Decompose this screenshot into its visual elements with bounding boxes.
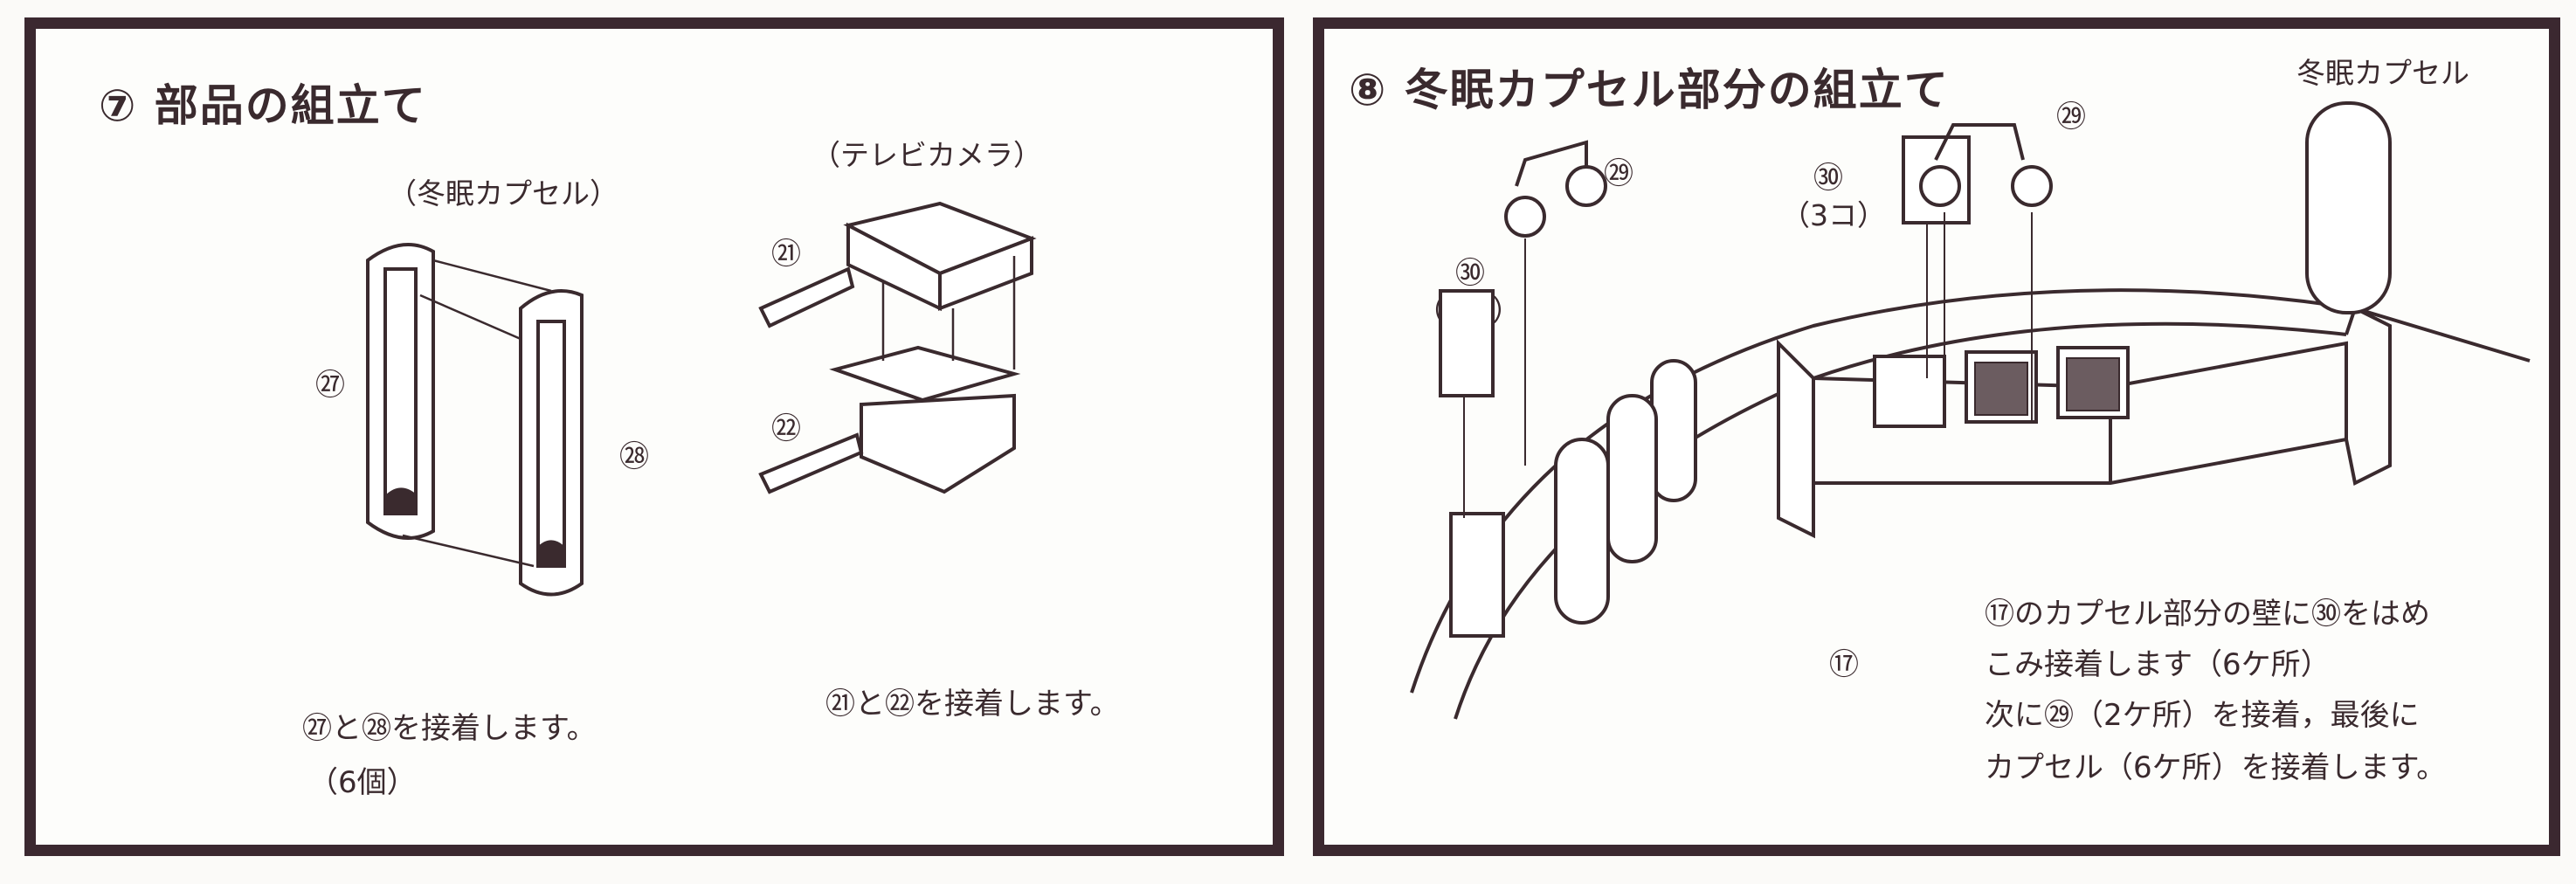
capsule-halves-illustration xyxy=(350,234,630,636)
capsule-room-illustration xyxy=(1324,29,2549,845)
part-29-right-label: ㉙ xyxy=(2056,100,2086,135)
part-17-label: ⑰ xyxy=(1829,647,1859,682)
camera-instruction: ㉑と㉒を接着します。 xyxy=(825,687,1120,722)
step8-panel: ⑧ 冬眠カプセル部分の組立て 冬眠カプセル ㉙ ㉙ ㉚ （3コ） ㉚ （3コ） … xyxy=(1313,17,2560,856)
step8-instruction-line-2: こみ接着します（6ケ所） xyxy=(1985,647,2331,682)
capsule-count: （6個） xyxy=(308,765,417,800)
capsule-instruction: ㉗と㉘を接着します。 xyxy=(302,711,597,746)
part-30-top-qty: （3コ） xyxy=(1781,198,1886,232)
step8-instruction-line-4: カプセル（6ケ所）を接着します。 xyxy=(1985,750,2447,785)
step8-instruction-line-3: 次に㉙（2ケ所）を接着，最後に xyxy=(1985,698,2420,733)
camera-caption: （テレビカメラ） xyxy=(811,138,1042,172)
step8-title: ⑧ 冬眠カプセル部分の組立て xyxy=(1349,65,1950,115)
part-30-left-label: ㉚ xyxy=(1455,256,1485,291)
capsule-caption: （冬眠カプセル） xyxy=(388,176,618,211)
part-22-label: ㉒ xyxy=(771,411,801,446)
step8-capsule-caption: 冬眠カプセル xyxy=(2296,56,2469,90)
step8-instruction-line-1: ⑰のカプセル部分の壁に㉚をはめ xyxy=(1985,597,2430,632)
part-30-top-label: ㉚ xyxy=(1813,161,1843,196)
part-21-label: ㉑ xyxy=(771,237,801,272)
part-29-left-label: ㉙ xyxy=(1604,156,1633,191)
tv-camera-illustration xyxy=(752,186,1119,597)
step7-panel: ⑦ 部品の組立て （冬眠カプセル） （テレビカメラ） ㉗ ㉘ ㉑ ㉒ ㉗と㉘を接… xyxy=(24,17,1284,856)
step7-title: ⑦ 部品の組立て xyxy=(99,80,427,131)
part-27-label: ㉗ xyxy=(315,368,345,403)
part-28-label: ㉘ xyxy=(619,439,649,474)
